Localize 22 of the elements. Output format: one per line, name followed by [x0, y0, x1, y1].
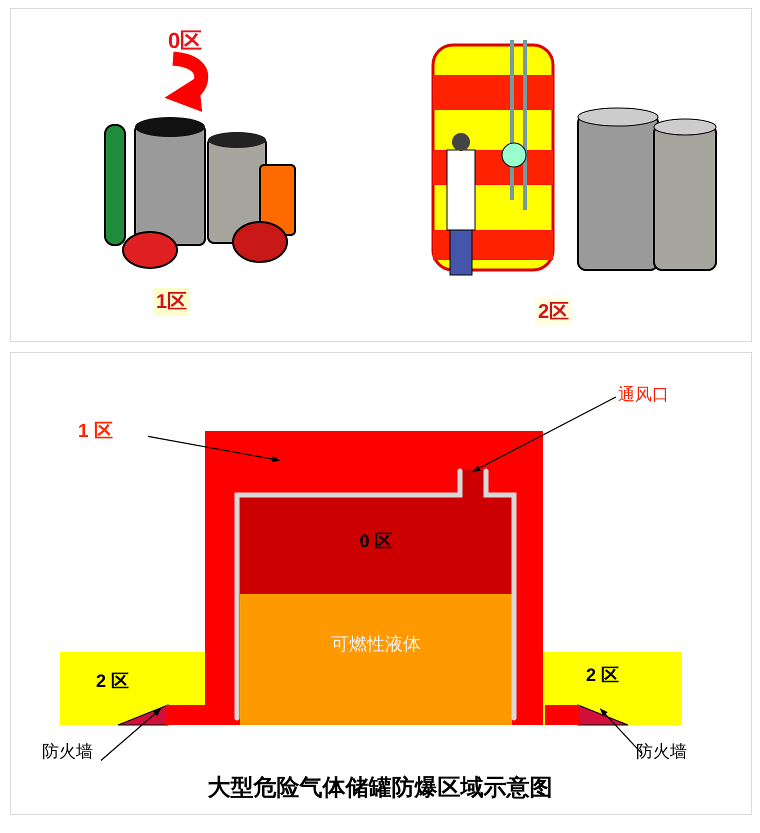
diagram-title: 大型危险气体储罐防爆区域示意图 — [206, 776, 554, 799]
zone-label: 2区 — [535, 298, 572, 326]
firewall-label: 防火墙 — [636, 744, 698, 766]
zone-1-area — [205, 431, 543, 725]
zone-0-area — [240, 497, 512, 594]
zone-label: 2 区 — [94, 672, 130, 690]
zone-label: 2 区 — [584, 666, 620, 684]
zone-2-area — [60, 652, 205, 725]
zone-label: 1区 — [153, 288, 190, 316]
arrow — [100, 708, 162, 761]
arrow — [165, 52, 208, 110]
vent-label: 通风口 — [618, 386, 688, 408]
arrow — [472, 396, 616, 472]
zone-label: 可燃性液体 — [330, 636, 422, 654]
arrow — [600, 708, 643, 754]
zone-label: 0区 — [168, 30, 218, 56]
zone-2-area — [543, 652, 682, 725]
firewall-label: 防火墙 — [42, 744, 104, 766]
zone-label: 1 区 — [78, 422, 128, 446]
zone-label: 0 区 — [358, 532, 394, 550]
arrow — [148, 436, 280, 462]
flammable-liquid — [240, 594, 512, 725]
